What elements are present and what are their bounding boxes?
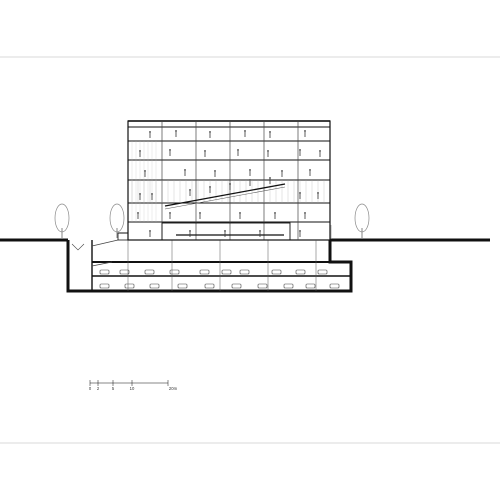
- person-figure-head: [317, 192, 319, 194]
- car-level-1: [119, 269, 130, 275]
- person-figure-head: [151, 193, 153, 195]
- person-figure-head: [274, 212, 276, 214]
- scale-label-5: 5: [112, 386, 115, 391]
- scale-label-0: 0: [89, 386, 92, 391]
- scale-label-20: 20m: [169, 386, 178, 391]
- car-level-1: [295, 269, 306, 275]
- person-figure-head: [267, 150, 269, 152]
- car-level-2: [257, 283, 268, 289]
- person-figure-head: [309, 169, 311, 171]
- basement: [66, 239, 353, 293]
- person-figure-head: [137, 212, 139, 214]
- ramp-left: [71, 243, 85, 251]
- person-figure-head: [169, 212, 171, 214]
- car-level-1: [144, 269, 155, 275]
- person-figure-head: [304, 212, 306, 214]
- car-level-1: [169, 269, 180, 275]
- trees: [54, 203, 370, 238]
- person-figure-head: [269, 177, 271, 179]
- person-figure-head: [189, 230, 191, 232]
- person-figure-head: [229, 183, 231, 185]
- parked-cars: [99, 269, 340, 289]
- person-figure-head: [149, 230, 151, 232]
- person-figure-head: [204, 150, 206, 152]
- basement-outline: [66, 240, 353, 293]
- facade-grid: [131, 141, 325, 222]
- person-figure-head: [269, 131, 271, 133]
- car-level-1: [99, 269, 110, 275]
- car-level-1: [271, 269, 282, 275]
- tree-crown: [54, 203, 70, 233]
- person-figure-head: [281, 170, 283, 172]
- person-figure-head: [299, 149, 301, 151]
- person-figure-head: [224, 230, 226, 232]
- entrance-stair: [117, 232, 129, 241]
- person-figure-head: [139, 150, 141, 152]
- car-level-2: [329, 283, 340, 289]
- scale-bar: 0 2 5 10 20m: [89, 380, 178, 391]
- person-figure-head: [144, 170, 146, 172]
- car-level-2: [204, 283, 215, 289]
- person-figure-head: [299, 192, 301, 194]
- person-figure-head: [237, 149, 239, 151]
- atrium-ramp-under: [164, 186, 286, 210]
- scale-label-10: 10: [130, 386, 135, 391]
- floor-slabs: [128, 120, 330, 241]
- building: [117, 120, 331, 291]
- car-level-2: [177, 283, 188, 289]
- person-figure-head: [149, 131, 151, 133]
- car-level-1: [317, 269, 328, 275]
- person-figure-head: [319, 150, 321, 152]
- car-level-2: [124, 283, 135, 289]
- atrium-void: [161, 222, 291, 241]
- person-figure-head: [209, 131, 211, 133]
- ramp-slope: [91, 239, 119, 247]
- car-level-2: [283, 283, 294, 289]
- people-figures: [137, 130, 321, 237]
- person-figure-head: [299, 230, 301, 232]
- scale-label-2: 2: [97, 386, 100, 391]
- person-figure-head: [259, 230, 261, 232]
- car-level-2: [305, 283, 316, 289]
- person-figure-head: [249, 179, 251, 181]
- person-figure-head: [184, 169, 186, 171]
- person-figure-head: [244, 130, 246, 132]
- person-figure-head: [249, 169, 251, 171]
- car-level-1: [239, 269, 250, 275]
- person-figure-head: [139, 193, 141, 195]
- car-level-1: [221, 269, 232, 275]
- car-level-2: [149, 283, 160, 289]
- person-figure-head: [239, 212, 241, 214]
- entrance-canopy: [117, 232, 129, 241]
- person-figure-head: [209, 186, 211, 188]
- tree-crown: [354, 203, 370, 233]
- car-level-2: [231, 283, 242, 289]
- ramp-slope-2: [91, 261, 113, 267]
- person-figure-head: [304, 130, 306, 132]
- tree-crown: [109, 203, 125, 233]
- person-figure-head: [189, 189, 191, 191]
- person-figure-head: [199, 212, 201, 214]
- car-level-2: [99, 283, 110, 289]
- person-figure-head: [175, 130, 177, 132]
- atrium-ramp: [164, 183, 286, 207]
- car-level-1: [199, 269, 210, 275]
- person-figure-head: [214, 170, 216, 172]
- person-figure-head: [169, 149, 171, 151]
- column-grid: [127, 121, 317, 291]
